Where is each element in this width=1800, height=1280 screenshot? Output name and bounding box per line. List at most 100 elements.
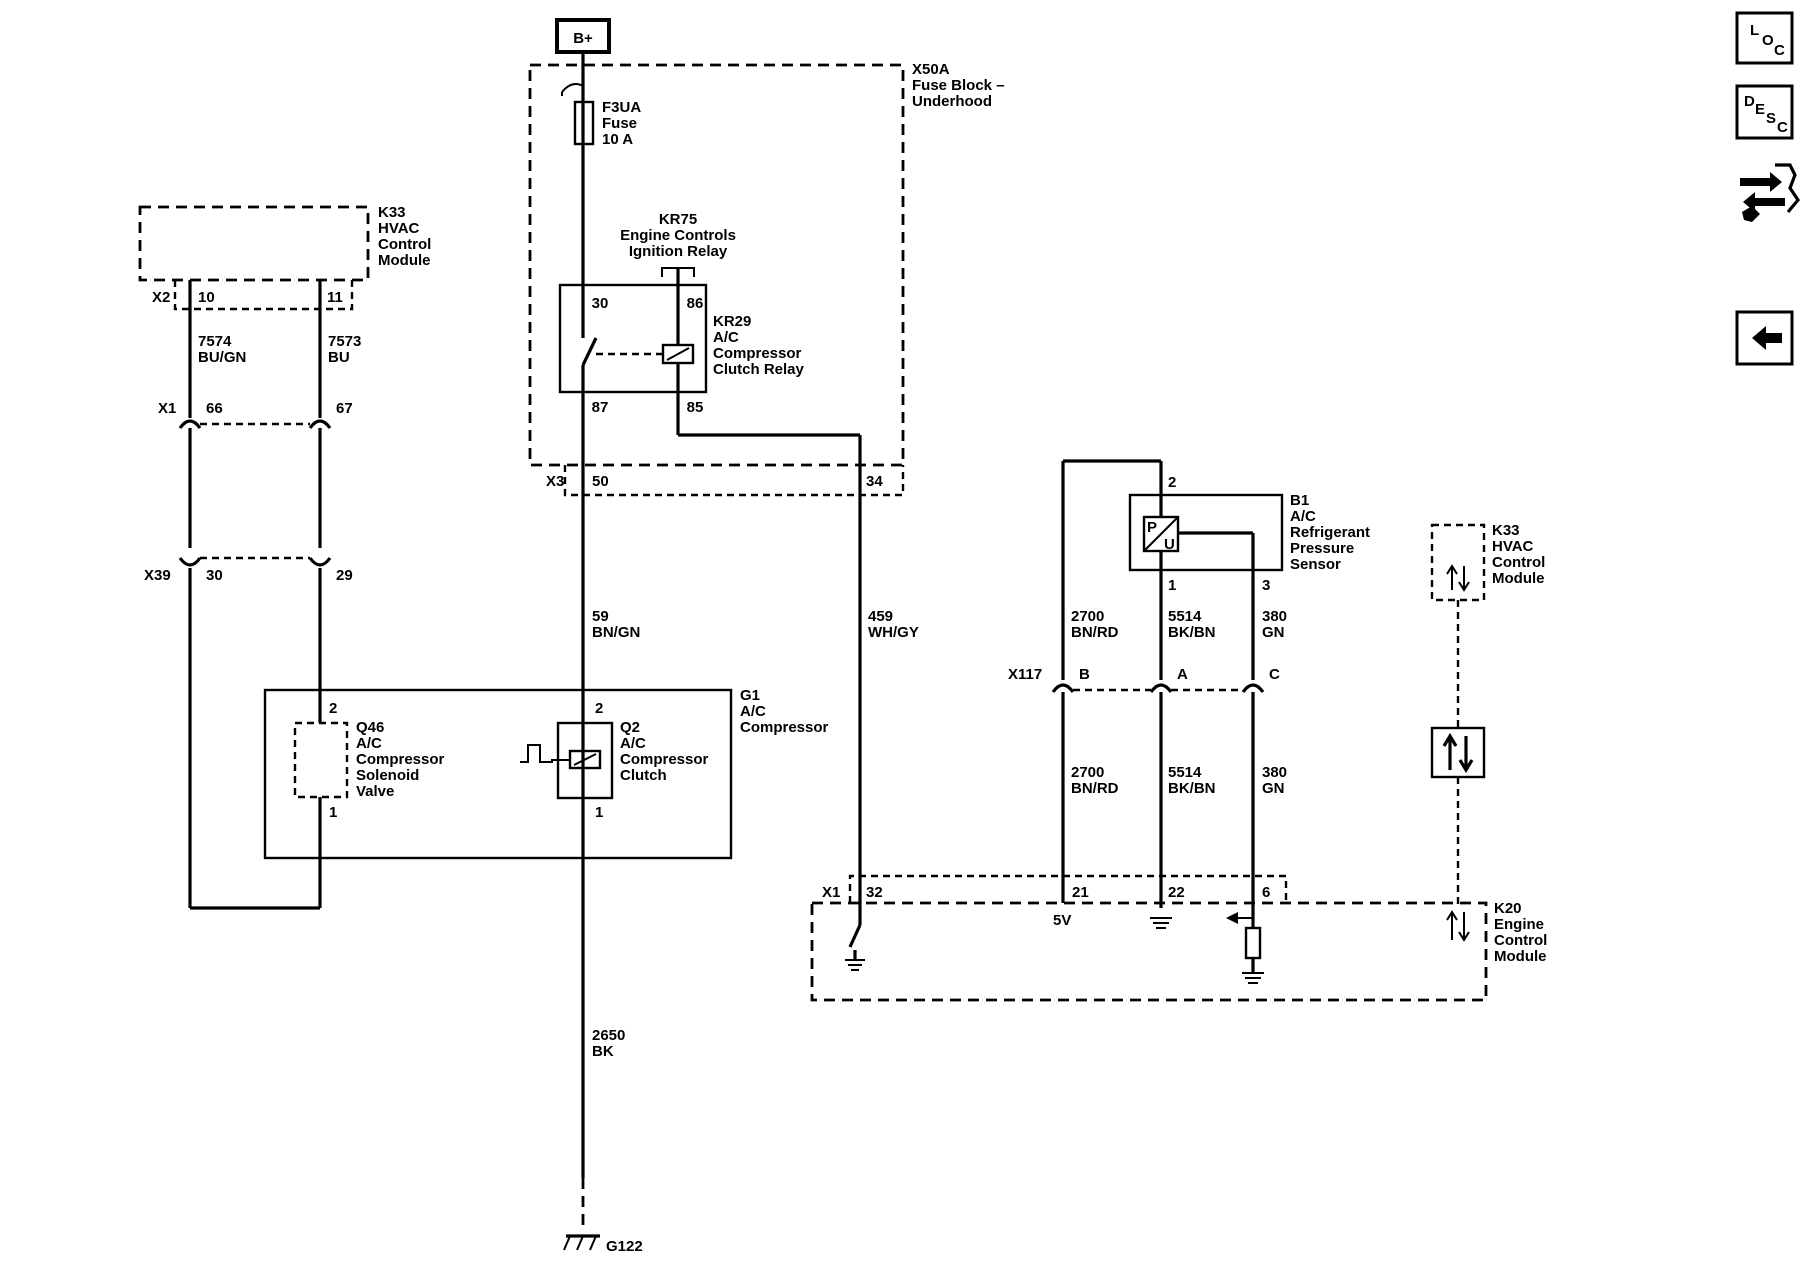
solenoid-id: Q46 — [356, 719, 384, 736]
inline-x117-id: X117 — [1008, 666, 1042, 683]
wire-2700-color-top: BN/RD — [1071, 624, 1119, 641]
sensor-name-3: Pressure — [1290, 540, 1354, 557]
ecm-name-1: Engine — [1494, 916, 1544, 933]
clutch-relay-kr29 — [558, 283, 708, 394]
inline-x39-pin-29: 29 — [336, 567, 353, 584]
clutch-relay-id: KR29 — [713, 313, 751, 330]
nav-location-button[interactable]: L O C — [1735, 11, 1794, 65]
hvac-top-name-2: Control — [378, 236, 431, 253]
nav-loc-c: C — [1774, 42, 1785, 59]
hvac-control-module-right: K33 HVAC Control Module — [1430, 522, 1545, 905]
sensor-pin-2: 2 — [1168, 474, 1176, 491]
sensor-symbol-p: P — [1147, 519, 1157, 536]
wire-7574-number: 7574 — [198, 333, 232, 350]
clutch-relay-name-2: Compressor — [713, 345, 802, 362]
hvac-top-connector: X2 — [152, 289, 170, 306]
relay-pin-85: 85 — [687, 399, 704, 416]
ignition-relay-name-2: Ignition Relay — [629, 243, 728, 260]
clutch-name-2: Compressor — [620, 751, 709, 768]
wire-459: 459 WH/GY — [858, 484, 919, 925]
nav-desc-s: S — [1766, 110, 1776, 127]
clutch-name-3: Clutch — [620, 767, 667, 784]
compressor-name-1: A/C — [740, 703, 766, 720]
ignition-relay-name-1: Engine Controls — [620, 227, 736, 244]
nav-diagnostic-repair-button[interactable] — [1740, 163, 1800, 222]
wire-5514-color-bottom: BK/BN — [1168, 780, 1216, 797]
solenoid-name-3: Solenoid — [356, 767, 419, 784]
sensor-id: B1 — [1290, 492, 1309, 509]
inline-x117-pin-c: C — [1269, 666, 1280, 683]
hvac-right-name-2: Control — [1492, 554, 1545, 571]
wire-2700-color-bottom: BN/RD — [1071, 780, 1119, 797]
fuse-block-id: X50A — [912, 61, 950, 78]
hvac-top-pin-10: 10 — [198, 289, 215, 306]
wire-2650: 2650 BK — [581, 722, 625, 1232]
ecm-pin-6: 6 — [1262, 884, 1270, 901]
wire-2700-number-top: 2700 — [1071, 608, 1104, 625]
inline-x39-pin-30: 30 — [206, 567, 223, 584]
hvac-right-name-3: Module — [1492, 570, 1545, 587]
sensor-pin-3: 3 — [1262, 577, 1270, 594]
battery-supply-label: B+ — [573, 30, 593, 47]
wire-59-number: 59 — [592, 608, 609, 625]
nav-desc-d: D — [1744, 93, 1755, 110]
clutch-pin-1: 1 — [595, 804, 603, 821]
nav-desc-c: C — [1777, 119, 1788, 136]
hvac-top-name-1: HVAC — [378, 220, 420, 237]
clutch-name-1: A/C — [620, 735, 646, 752]
sensor-wiring: 2700 BN/RD 5514 BK/BN 380 GN X117 B A C … — [1008, 459, 1287, 928]
wire-380-color-bottom: GN — [1262, 780, 1285, 797]
clutch-relay-name-3: Clutch Relay — [713, 361, 805, 378]
wire-2650-number: 2650 — [592, 1027, 625, 1044]
ecm-pin-21: 21 — [1072, 884, 1089, 901]
battery-supply: B+ — [555, 18, 611, 80]
relay-pin-86: 86 — [687, 295, 704, 312]
ground-id: G122 — [606, 1238, 643, 1255]
wire-5514-number-bottom: 5514 — [1168, 764, 1202, 781]
inline-x1-id: X1 — [158, 400, 176, 417]
ecm-name-2: Control — [1494, 932, 1547, 949]
x3-pin-34: 34 — [866, 473, 883, 490]
sensor-name-2: Refrigerant — [1290, 524, 1370, 541]
ecm-name-3: Module — [1494, 948, 1547, 965]
nav-description-button[interactable]: D E S C — [1735, 84, 1794, 140]
fuse-type: Fuse — [602, 115, 637, 132]
solenoid-pin-1: 1 — [329, 804, 337, 821]
inline-x39-id: X39 — [144, 567, 171, 584]
wire-59-color: BN/GN — [592, 624, 640, 641]
sensor-symbol-u: U — [1164, 536, 1175, 553]
nav-back-button[interactable] — [1735, 310, 1794, 366]
hvac-top-id: K33 — [378, 204, 406, 221]
fuse-block-x50a: X50A Fuse Block – Underhood F3UA Fuse 10… — [528, 61, 1005, 484]
solenoid-name-1: A/C — [356, 735, 382, 752]
ground-g122: G122 — [563, 1234, 643, 1255]
inline-x117-pin-a: A — [1177, 666, 1188, 683]
connector-x3-id: X3 — [546, 473, 564, 490]
nav-loc-l: L — [1750, 22, 1759, 39]
wire-7573-number: 7573 — [328, 333, 361, 350]
hvac-top-name-3: Module — [378, 252, 431, 269]
hvac-control-module-top: K33 HVAC Control Module X2 10 11 — [138, 204, 431, 311]
relay-pin-30: 30 — [592, 295, 609, 312]
wire-7573-color: BU — [328, 349, 350, 366]
x3-pin-50: 50 — [592, 473, 609, 490]
ecm-id: K20 — [1494, 900, 1522, 917]
wire-59: 59 BN/GN — [581, 484, 640, 722]
wire-5514-number-top: 5514 — [1168, 608, 1202, 625]
wire-7574-7573: 7574 BU/GN 7573 BU X1 66 67 X39 30 29 — [144, 280, 361, 910]
wire-380-color-top: GN — [1262, 624, 1285, 641]
wire-5514-color-top: BK/BN — [1168, 624, 1216, 641]
clutch-id: Q2 — [620, 719, 640, 736]
compressor-name-2: Compressor — [740, 719, 829, 736]
hvac-right-id: K33 — [1492, 522, 1520, 539]
wire-7574-color: BU/GN — [198, 349, 246, 366]
solenoid-name-2: Compressor — [356, 751, 445, 768]
ac-compressor-g1: G1 A/C Compressor 2 1 Q46 A/C Compressor… — [263, 687, 829, 860]
sensor-name-1: A/C — [1290, 508, 1316, 525]
inline-x1-pin-66: 66 — [206, 400, 223, 417]
wire-380-number-top: 380 — [1262, 608, 1287, 625]
hvac-right-name-1: HVAC — [1492, 538, 1534, 555]
wire-380-number-bottom: 380 — [1262, 764, 1287, 781]
hvac-top-pin-11: 11 — [327, 289, 343, 306]
